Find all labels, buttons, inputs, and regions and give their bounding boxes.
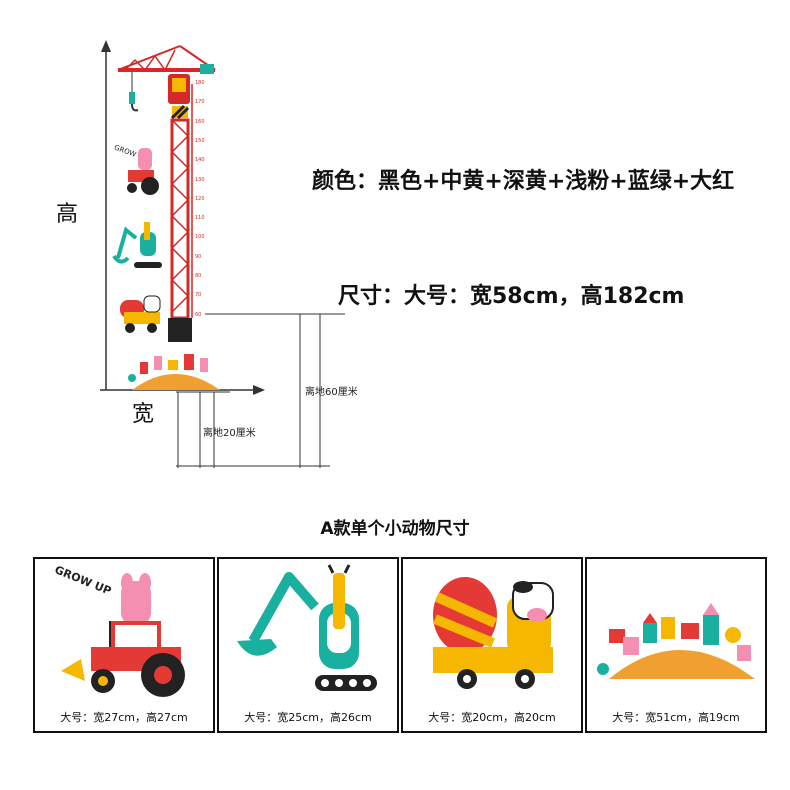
tractor-pig-icon: GROW UP: [53, 563, 185, 697]
panel-caption: 大号：宽51cm，高19cm: [612, 711, 740, 724]
section-title: A款单个小动物尺寸: [320, 519, 470, 539]
width-label: 宽: [132, 402, 155, 427]
panel-caption: 大号：宽27cm，高27cm: [60, 711, 188, 724]
height-axis-arrow: [101, 40, 111, 390]
ruler-tick-label: 160: [195, 118, 205, 125]
height-guide-lines: [176, 313, 345, 468]
gap-20cm-label: 离地20厘米: [203, 428, 256, 439]
ruler-tick-label: 120: [195, 195, 205, 202]
ruler-tick-label: 130: [195, 176, 205, 183]
size-spec-line: 尺寸：大号：宽58cm，高182cm: [338, 284, 685, 309]
crane-illustration: [117, 45, 216, 342]
panel-mixer-cow: 大号：宽20cm，高20cm: [401, 557, 583, 733]
hill-town-icon: [597, 603, 755, 679]
ruler-tick-label: 140: [195, 157, 205, 164]
height-label: 高: [56, 202, 79, 227]
mixer-cow-icon: [433, 577, 554, 689]
panel-excavator-giraffe: 大号：宽25cm，高26cm: [217, 557, 399, 733]
tractor-pig-icon-small: GROW UP: [113, 144, 159, 195]
color-spec-line: 颜色：黑色+中黄+深黄+浅粉+蓝绿+大红: [312, 169, 735, 194]
panel-tractor-pig: GROW UP 大号：宽27cm，高27cm: [33, 557, 215, 733]
ruler-tick-label: 100: [195, 234, 205, 241]
mixer-cow-icon-small: [120, 295, 161, 333]
ruler-tick-label: 60: [195, 311, 202, 318]
ruler-tick-label: 70: [195, 292, 202, 299]
panel-caption: 大号：宽20cm，高20cm: [428, 711, 556, 724]
gap-60cm-label: 离地60厘米: [305, 387, 358, 398]
ruler-tick-label: 170: [195, 99, 205, 106]
ruler-tick-label: 80: [195, 273, 202, 279]
panel-caption: 大号：宽25cm，高26cm: [244, 711, 372, 724]
ruler-tick-label: 90: [195, 253, 202, 260]
ruler-tick-label: 150: [195, 137, 205, 144]
ruler-tick-label: 180: [195, 80, 205, 86]
excavator-giraffe-icon: [237, 564, 377, 691]
grow-up-sign: GROW UP: [53, 563, 113, 597]
panel-hill-town: 大号：宽51cm，高19cm: [585, 557, 767, 733]
excavator-giraffe-icon-small: [112, 222, 162, 268]
hill-town-icon-small: [128, 354, 220, 390]
ruler-tick-label: 110: [195, 215, 205, 222]
